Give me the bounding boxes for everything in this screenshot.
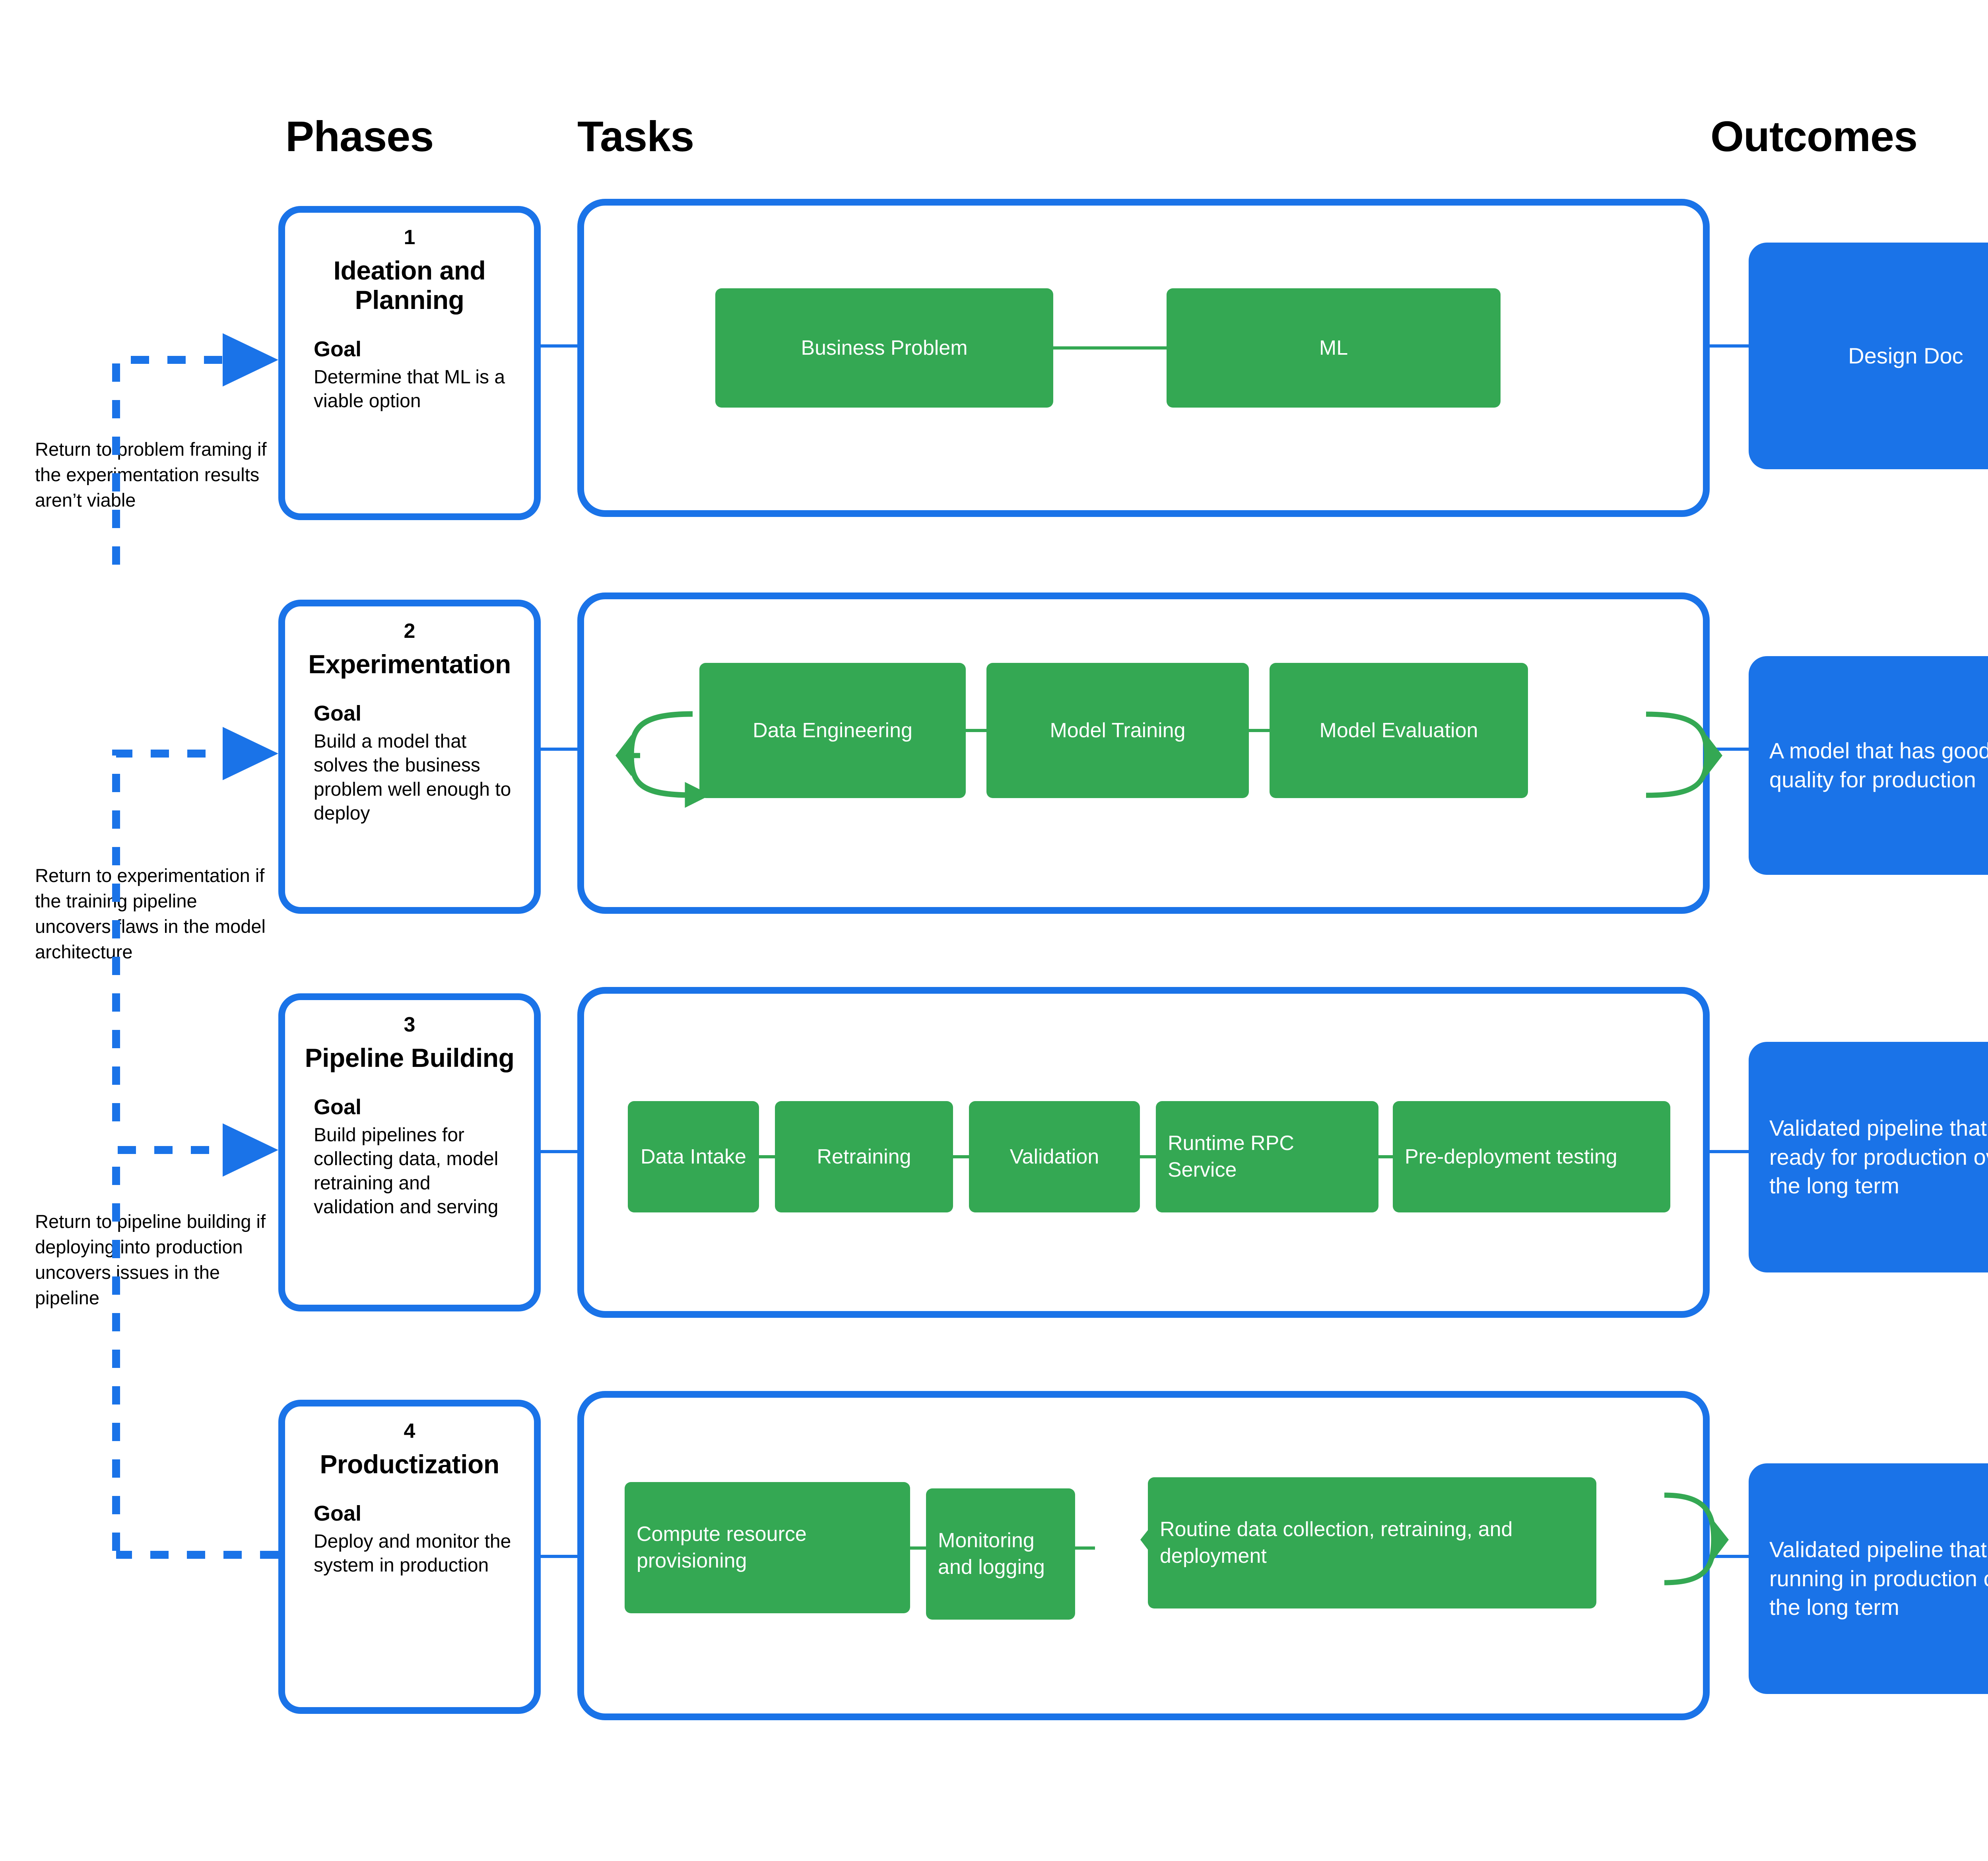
goal-text: Deploy and monitor the system in product…	[314, 1531, 511, 1576]
task-connector-green	[1053, 346, 1167, 350]
task-connector-green	[953, 1155, 969, 1158]
phase-card-pipeline-building[interactable]: 3 Pipeline Building Goal Build pipelines…	[278, 993, 541, 1311]
task-connector-green	[1140, 1155, 1156, 1158]
task-connector-green	[759, 1155, 775, 1158]
task-chip-runtime-rpc-service[interactable]: Runtime RPC Service	[1156, 1101, 1378, 1212]
column-header-tasks: Tasks	[577, 112, 694, 160]
goal-label: Goal	[314, 1502, 362, 1526]
feedback-arrow-pipeline-building	[112, 1123, 278, 1551]
goal-label: Goal	[314, 701, 362, 726]
task-chip-data-engineering[interactable]: Data Engineering	[699, 663, 966, 798]
task-chip-retraining[interactable]: Retraining	[775, 1101, 953, 1212]
task-chip-data-intake[interactable]: Data Intake	[628, 1101, 759, 1212]
goal-label: Goal	[314, 1095, 362, 1119]
phase-card-ideation-and-planning[interactable]: 1 Ideation and Planning Goal Determine t…	[278, 206, 541, 520]
phase-number: 2	[404, 620, 415, 643]
goal-text: Build a model that solves the business p…	[314, 730, 511, 824]
task-chip-compute-resource-provisioning[interactable]: Compute resource provisioning	[625, 1482, 910, 1613]
task-chip-model-evaluation[interactable]: Model Evaluation	[1270, 663, 1528, 798]
task-chip-pre-deployment-testing[interactable]: Pre-deployment testing	[1393, 1101, 1670, 1212]
outcome-validated-pipeline-running[interactable]: Validated pipeline that’s running in pro…	[1749, 1463, 1988, 1694]
tasks-container-phase-2: Data Engineering Model Training Model Ev…	[577, 592, 1710, 914]
phase-goal-block: Goal Build pipelines for collecting data…	[303, 1094, 516, 1220]
task-connector-green	[966, 729, 986, 732]
phase-title: Pipeline Building	[305, 1043, 514, 1073]
task-chip-validation[interactable]: Validation	[969, 1101, 1140, 1212]
task-chip-monitoring-and-logging[interactable]: Monitoring and logging	[926, 1488, 1075, 1620]
goal-label: Goal	[314, 337, 362, 361]
connector-phase1-tasks1	[541, 344, 580, 348]
connector-tasks2-outcome2	[1709, 748, 1752, 751]
phase-goal-block: Goal Determine that ML is a viable optio…	[303, 336, 516, 414]
tasks-container-phase-1: Business Problem ML	[577, 199, 1710, 517]
task-chip-ml[interactable]: ML	[1167, 288, 1501, 408]
outcome-good-quality-model[interactable]: A model that has good quality for produc…	[1749, 656, 1988, 875]
return-note-problem-framing: Return to problem framing if the experim…	[35, 439, 267, 511]
phase-number: 3	[404, 1013, 415, 1036]
task-connector-green	[1378, 1155, 1393, 1158]
goal-text: Determine that ML is a viable option	[314, 366, 505, 412]
phase-card-productization[interactable]: 4 Productization Goal Deploy and monitor…	[278, 1400, 541, 1714]
phase-number: 4	[404, 1420, 415, 1443]
connector-phase3-tasks3	[541, 1150, 580, 1153]
phase-goal-block: Goal Deploy and monitor the system in pr…	[303, 1501, 516, 1578]
column-header-outcomes: Outcomes	[1710, 112, 1918, 160]
outcome-design-doc[interactable]: Design Doc	[1749, 243, 1988, 469]
connector-phase2-tasks2	[541, 748, 580, 751]
connector-tasks4-outcome4	[1709, 1555, 1752, 1558]
task-chip-model-training[interactable]: Model Training	[986, 663, 1249, 798]
phase-title: Ideation and Planning	[333, 256, 486, 315]
goal-text: Build pipelines for collecting data, mod…	[314, 1124, 499, 1218]
outcome-validated-pipeline-ready[interactable]: Validated pipeline that’s ready for prod…	[1749, 1042, 1988, 1272]
phase-number: 1	[404, 226, 415, 249]
task-chip-routine-data-collection[interactable]: Routine data collection, retraining, and…	[1148, 1477, 1596, 1608]
task-connector-green	[1075, 1546, 1095, 1550]
phase-card-experimentation[interactable]: 2 Experimentation Goal Build a model tha…	[278, 600, 541, 914]
return-note-experimentation: Return to experimentation if the trainin…	[35, 865, 266, 962]
task-connector-green	[910, 1546, 926, 1550]
task-connector-green	[1249, 729, 1270, 732]
connector-phase4-tasks4	[541, 1555, 580, 1558]
phase-title: Experimentation	[308, 649, 511, 679]
connector-tasks1-outcome1	[1709, 344, 1752, 348]
tasks-container-phase-3: Data Intake Retraining Validation Runtim…	[577, 987, 1710, 1318]
tasks-container-phase-4: Compute resource provisioning Monitoring…	[577, 1391, 1710, 1720]
column-header-phases: Phases	[285, 112, 434, 160]
phase-goal-block: Goal Build a model that solves the busin…	[303, 701, 516, 826]
task-chip-business-problem[interactable]: Business Problem	[715, 288, 1053, 408]
phase-title: Productization	[320, 1449, 499, 1479]
connector-tasks3-outcome3	[1709, 1150, 1752, 1153]
return-note-pipeline-building: Return to pipeline building if deploying…	[35, 1211, 266, 1308]
